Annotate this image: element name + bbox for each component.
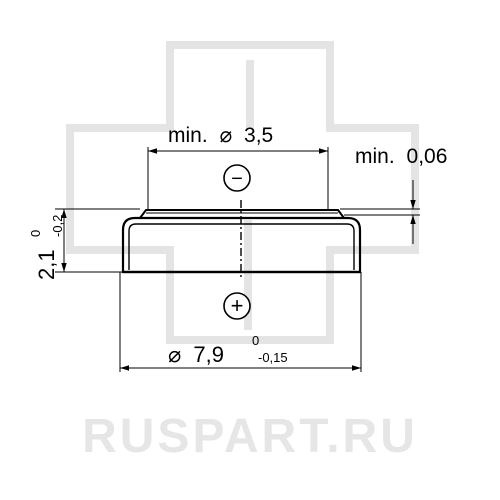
watermark-text: RUSPART.RU xyxy=(82,410,418,463)
svg-text:−: − xyxy=(231,168,243,190)
svg-text:-0,2: -0,2 xyxy=(50,215,65,237)
extension-lines xyxy=(55,147,420,372)
label-top-diameter: min. ⌀ 3,5 xyxy=(168,124,273,147)
svg-text:0: 0 xyxy=(28,230,43,237)
svg-text:0: 0 xyxy=(252,333,259,348)
svg-text:-0,15: -0,15 xyxy=(258,350,288,365)
label-thickness: min. 0,06 xyxy=(355,145,447,168)
negative-terminal-symbol: − xyxy=(223,164,251,192)
svg-text:min. 0,06: min. 0,06 xyxy=(355,145,447,168)
svg-text:2,1: 2,1 xyxy=(34,249,59,280)
svg-text:+: + xyxy=(231,293,244,318)
svg-text:⌀ 7,9: ⌀ 7,9 xyxy=(168,342,224,367)
positive-terminal-symbol: + xyxy=(223,292,251,320)
svg-text:min. ⌀ 3,5: min. ⌀ 3,5 xyxy=(168,124,273,147)
label-bottom-diameter: ⌀ 7,9 0 -0,15 xyxy=(168,333,288,367)
label-height: 2,1 0 -0,2 xyxy=(28,215,65,280)
